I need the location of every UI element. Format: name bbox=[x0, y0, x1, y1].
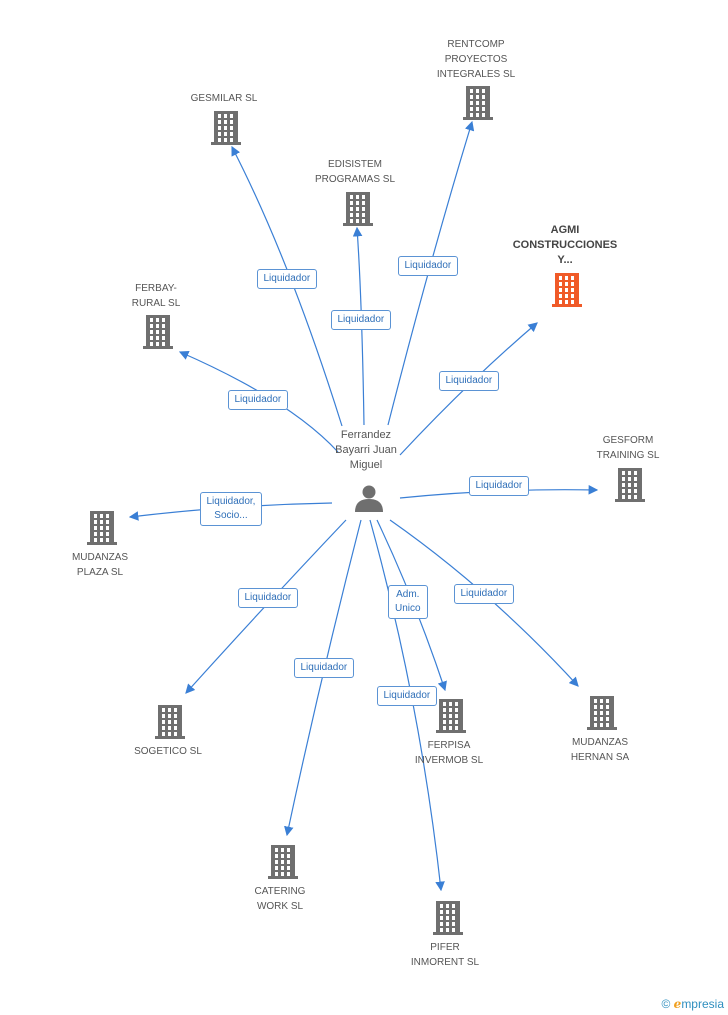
edge-label-rentcomp: Liquidador bbox=[397, 256, 459, 276]
building-icon-ferpisa[interactable] bbox=[436, 699, 466, 733]
company-label-gesform[interactable]: GESFORM TRAINING SL bbox=[596, 435, 660, 461]
company-label-mudanzas-plaza[interactable]: MUDANZAS PLAZA SL bbox=[71, 552, 129, 578]
building-icon-gesform[interactable] bbox=[615, 468, 645, 502]
company-label-catering[interactable]: CATERING WORK SL bbox=[254, 886, 306, 912]
building-icon-ferbay[interactable] bbox=[143, 315, 173, 349]
company-label-agmi[interactable]: AGMI CONSTRUCCIONES Y... bbox=[512, 224, 618, 266]
edge-label-sogetico: Liquidador bbox=[237, 588, 299, 608]
company-label-mudanzas-hernan[interactable]: MUDANZAS HERNAN SA bbox=[570, 737, 630, 763]
building-icon-agmi[interactable] bbox=[552, 273, 582, 307]
copyright-symbol: © bbox=[661, 997, 671, 1011]
edge-label-mudanzas-plaza: Liquidador, Socio... bbox=[199, 492, 263, 526]
empresia-logo-initial: e bbox=[673, 997, 682, 1011]
brand-footer: © empresia bbox=[661, 997, 724, 1011]
building-icon-catering[interactable] bbox=[268, 845, 298, 879]
empresia-logo-text: mpresia bbox=[681, 997, 724, 1011]
person-icon[interactable] bbox=[355, 485, 383, 513]
edge-label-gesform: Liquidador bbox=[468, 476, 530, 496]
edge-label-edisistem: Liquidador bbox=[330, 310, 392, 330]
edge-label-ferbay: Liquidador bbox=[227, 390, 289, 410]
company-label-edisistem[interactable]: EDISISTEM PROGRAMAS SL bbox=[314, 159, 396, 185]
building-icon-mudanzas-plaza[interactable] bbox=[87, 511, 117, 545]
edge-label-catering: Liquidador bbox=[293, 658, 355, 678]
building-icon-mudanzas-hernan[interactable] bbox=[587, 696, 617, 730]
edge-label-ferpisa: Adm. Unico bbox=[388, 585, 428, 619]
center-person-label[interactable]: Ferrandez Bayarri Juan Miguel bbox=[335, 429, 397, 471]
edge-label-agmi: Liquidador bbox=[438, 371, 500, 391]
company-label-ferbay[interactable]: FERBAY- RURAL SL bbox=[131, 283, 181, 309]
edge-label-pifer: Liquidador bbox=[376, 686, 438, 706]
company-label-ferpisa[interactable]: FERPISA INVERMOB SL bbox=[414, 740, 484, 766]
company-label-rentcomp[interactable]: RENTCOMP PROYECTOS INTEGRALES SL bbox=[436, 39, 516, 80]
company-label-gesmilar[interactable]: GESMILAR SL bbox=[190, 93, 258, 104]
edge-catering bbox=[284, 519, 362, 837]
building-icon-rentcomp[interactable] bbox=[463, 86, 493, 120]
company-label-sogetico[interactable]: SOGETICO SL bbox=[134, 746, 202, 757]
building-icon-gesmilar[interactable] bbox=[211, 111, 241, 145]
building-icon-sogetico[interactable] bbox=[155, 705, 185, 739]
edge-label-mudanzas-hernan: Liquidador bbox=[453, 584, 515, 604]
building-icon-edisistem[interactable] bbox=[343, 192, 373, 226]
edge-label-gesmilar: Liquidador bbox=[256, 269, 318, 289]
building-icon-pifer[interactable] bbox=[433, 901, 463, 935]
company-label-pifer[interactable]: PIFER INMORENT SL bbox=[410, 942, 480, 968]
